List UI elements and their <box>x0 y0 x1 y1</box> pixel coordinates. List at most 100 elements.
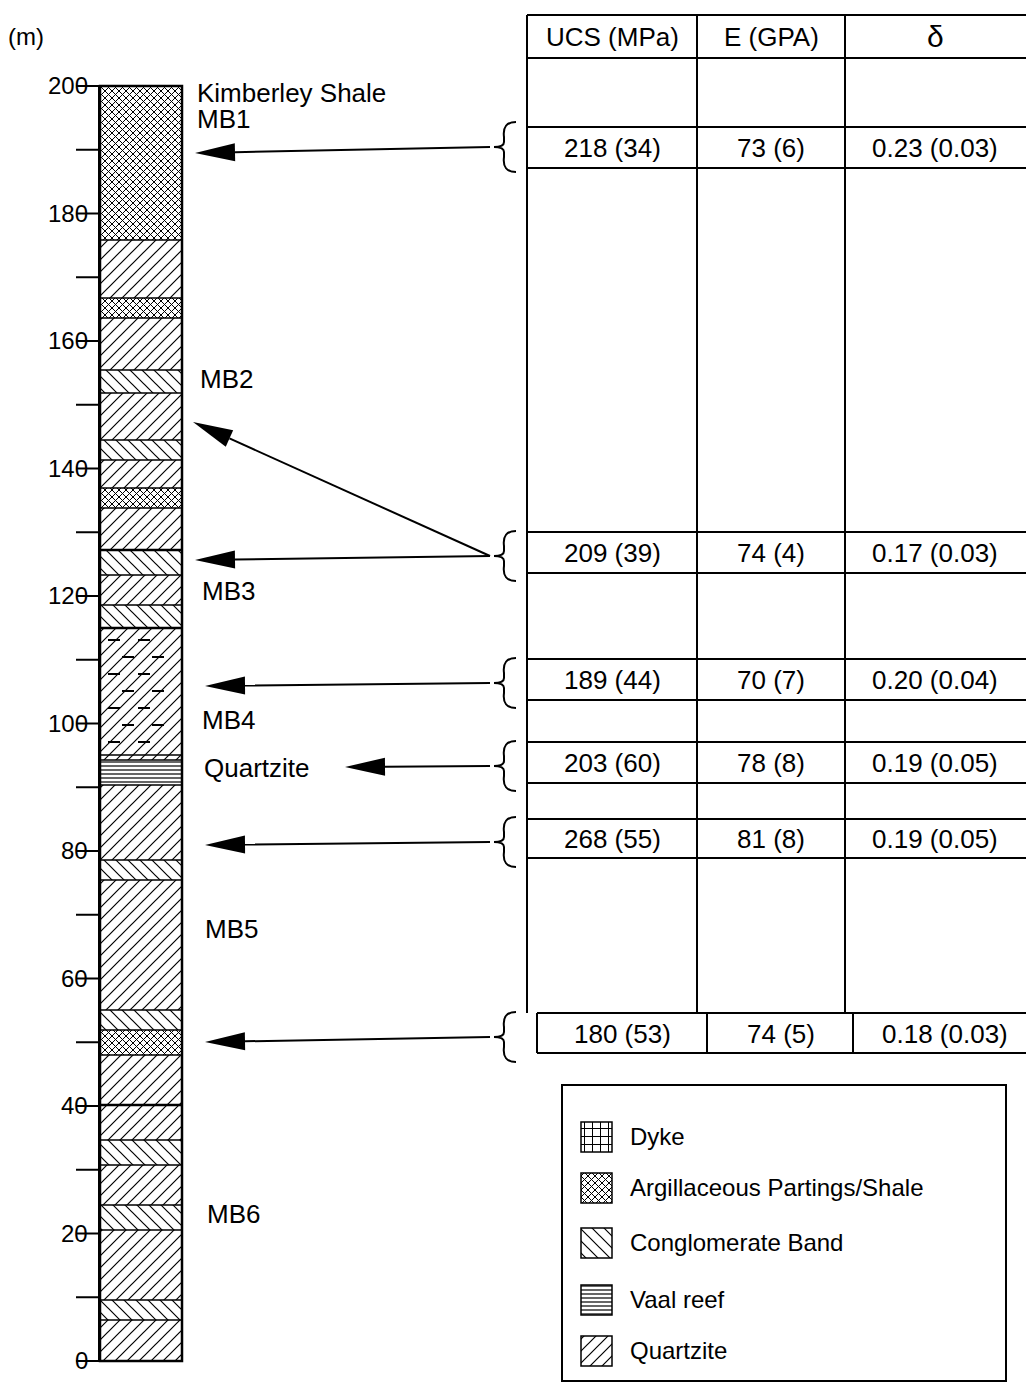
table-cell: 0.18 (0.03) <box>882 1021 1008 1047</box>
bracket <box>494 531 516 581</box>
table-row <box>537 1013 1026 1053</box>
axis-tick <box>76 659 99 661</box>
table-cell: 0.20 (0.04) <box>872 667 998 693</box>
arrowhead <box>195 550 235 568</box>
table-cell: 78 (8) <box>737 750 805 776</box>
shale-dash <box>122 656 134 658</box>
rock-layer <box>100 755 182 760</box>
rock-layer <box>100 1010 182 1030</box>
rock-layer <box>100 1300 182 1320</box>
rock-layer <box>100 488 182 508</box>
table-cell: 74 (4) <box>737 540 805 566</box>
legend-text: Quartzite <box>630 1339 727 1363</box>
rock-layer <box>100 86 182 240</box>
rock-layer <box>100 240 182 298</box>
axis-value: 120 <box>48 584 88 608</box>
rock-layer <box>100 1205 182 1230</box>
pointer-line <box>245 842 490 845</box>
table-row <box>527 659 1026 700</box>
legend-text: Vaal reef <box>630 1288 724 1312</box>
shale-dash <box>108 707 120 709</box>
unit-name: MB2 <box>200 366 253 392</box>
shale-dash <box>138 639 150 641</box>
unit-name: MB5 <box>205 916 258 942</box>
table-cell: 0.19 (0.05) <box>872 750 998 776</box>
layer-boundary <box>100 574 182 576</box>
shale-dash <box>138 741 150 743</box>
unit-name: MB6 <box>207 1201 260 1227</box>
layer-boundary <box>100 549 182 552</box>
rock-layer <box>100 1230 182 1300</box>
legend-swatches <box>581 1122 612 1366</box>
table-header: UCS (MPa) <box>546 24 679 50</box>
axis-tick <box>76 149 99 151</box>
axis-value: 200 <box>48 74 88 98</box>
arrowhead <box>345 758 385 776</box>
table-row <box>527 742 1026 783</box>
layer-boundary <box>100 507 182 509</box>
table-cell: 203 (60) <box>564 750 661 776</box>
rock-layer <box>100 575 182 605</box>
legend-text: Dyke <box>630 1125 685 1149</box>
layer-boundary <box>100 439 182 441</box>
axis-value: 100 <box>48 712 88 736</box>
layer-boundary <box>100 369 182 371</box>
rock-layer <box>100 760 182 785</box>
shale-dash <box>108 639 120 641</box>
shale-dash <box>138 673 150 675</box>
table-cell: 209 (39) <box>564 540 661 566</box>
rock-layer <box>100 785 182 860</box>
axis-value: 140 <box>48 457 88 481</box>
axis-value: 60 <box>61 967 88 991</box>
layer-boundary <box>100 1299 182 1301</box>
table-cell: 189 (44) <box>564 667 661 693</box>
table-row <box>527 532 1026 573</box>
axis-tick <box>76 276 99 278</box>
table-header: E (GPA) <box>724 24 819 50</box>
unit-name: MB1 <box>197 106 250 132</box>
table-cell: 70 (7) <box>737 667 805 693</box>
table-cell: 81 (8) <box>737 826 805 852</box>
shale-dash <box>108 673 120 675</box>
rock-layer <box>100 1055 182 1140</box>
rock-layer <box>100 508 182 550</box>
layer-boundary <box>100 487 182 489</box>
table-cell: 0.17 (0.03) <box>872 540 998 566</box>
layer-boundary <box>100 604 182 606</box>
axis-tick <box>76 404 99 406</box>
legend-text: Argillaceous Partings/Shale <box>630 1176 924 1200</box>
legend-box <box>562 1085 1006 1381</box>
pointer-line <box>229 438 490 556</box>
rock-layer <box>100 460 182 488</box>
table-cell: 180 (53) <box>574 1021 671 1047</box>
shale-dash <box>152 724 164 726</box>
formation-name: Kimberley Shale <box>197 80 386 106</box>
layer-boundary <box>100 784 182 786</box>
rock-name: Quartzite <box>204 755 310 781</box>
unit-name: MB4 <box>202 707 255 733</box>
rock-layer <box>100 393 182 440</box>
rock-layer <box>100 550 182 575</box>
rock-layer <box>100 1320 182 1361</box>
table-grid <box>527 15 1026 1013</box>
layer-boundary <box>100 1164 182 1166</box>
layer-boundary <box>100 1029 182 1031</box>
table-header: δ <box>927 22 944 52</box>
axis-unit: (m) <box>8 25 44 49</box>
layer-boundary <box>100 297 182 299</box>
legend-text: Conglomerate Band <box>630 1231 843 1255</box>
table-cell: 73 (6) <box>737 135 805 161</box>
table-row <box>527 819 1026 858</box>
axis-value: 160 <box>48 329 88 353</box>
pointer-line <box>385 765 490 768</box>
axis-value: 80 <box>61 839 88 863</box>
strat-column <box>100 86 182 1361</box>
pointer-line <box>245 683 490 686</box>
rock-layer <box>100 440 182 460</box>
axis-tick <box>76 531 99 533</box>
table-cell: 218 (34) <box>564 135 661 161</box>
layer-boundary <box>100 392 182 394</box>
rock-layer <box>100 298 182 318</box>
layer-boundary <box>100 1139 182 1141</box>
arrowhead <box>205 677 245 695</box>
